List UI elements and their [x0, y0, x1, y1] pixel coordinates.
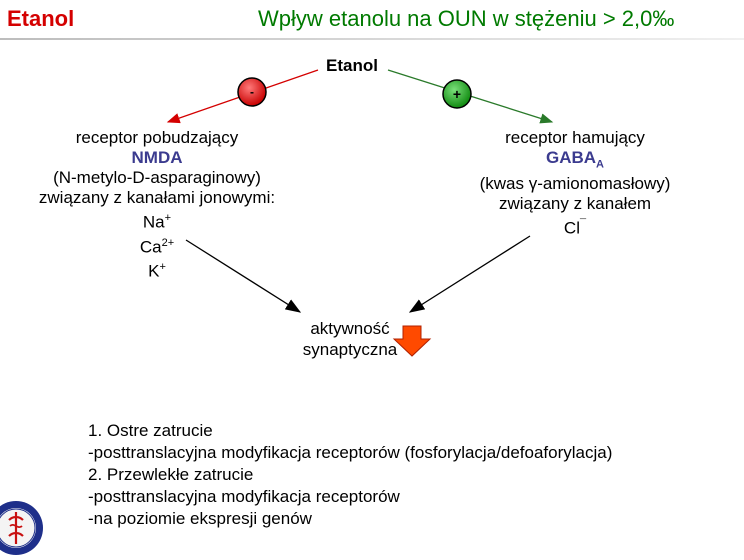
nmda-channel-label: związany z kanałami jonowymi: — [38, 188, 276, 207]
ion-sodium: Na+ — [142, 212, 172, 232]
slide-title: Wpływ etanolu na OUN w stężeniu > 2,0‰ — [258, 6, 675, 31]
note-item: 2. Przewlekłe zatrucie — [88, 465, 254, 484]
gaba-to-activity-arrow — [408, 235, 531, 313]
note-item: -posttranslacyjna modyfikacja receptorów — [88, 487, 400, 506]
gaba-full-name: (kwas γ-amionomasłowy) — [479, 174, 671, 194]
slide-tag: Etanol — [7, 6, 75, 31]
university-seal-logo — [0, 501, 43, 555]
note-item: -na poziomie ekspresji genów — [88, 509, 312, 528]
notes-list: 1. Ostre zatrucie -posttranslacyjna mody… — [88, 420, 612, 530]
gaba-receptor-block: receptor hamujący GABAA (kwas γ-amionoma… — [455, 128, 695, 239]
plus-badge: + — [442, 79, 472, 109]
nmda-full-name: (N-metylo-D-asparaginowy) — [53, 168, 261, 187]
svg-text:-: - — [250, 85, 254, 99]
gaba-name: GABAA — [545, 148, 604, 171]
gaba-type-label: receptor hamujący — [505, 128, 645, 147]
title-divider — [0, 38, 744, 40]
svg-text:+: + — [453, 86, 461, 102]
activation-arrow — [387, 69, 554, 124]
activity-line1: aktywność — [310, 319, 390, 338]
activity-line2: synaptyczna — [302, 340, 398, 359]
ethanol-node: Etanol — [326, 56, 378, 75]
ion-calcium: Ca2+ — [139, 236, 175, 257]
nmda-type-label: receptor pobudzający — [75, 128, 239, 147]
note-item: 1. Ostre zatrucie — [88, 421, 213, 440]
note-item: -posttranslacyjna modyfikacja receptorów… — [88, 443, 613, 462]
nmda-name: NMDA — [131, 148, 183, 167]
minus-badge: - — [237, 77, 267, 107]
nmda-receptor-block: receptor pobudzający NMDA (N-metylo-D-as… — [17, 128, 297, 282]
synaptic-activity-node: aktywność synaptyczna — [290, 318, 410, 360]
inhibition-arrow — [166, 69, 319, 124]
gaba-channel-label: związany z kanałem — [498, 194, 652, 214]
ion-potassium: K+ — [148, 261, 166, 281]
ion-chloride: Cl¯ — [563, 218, 587, 239]
